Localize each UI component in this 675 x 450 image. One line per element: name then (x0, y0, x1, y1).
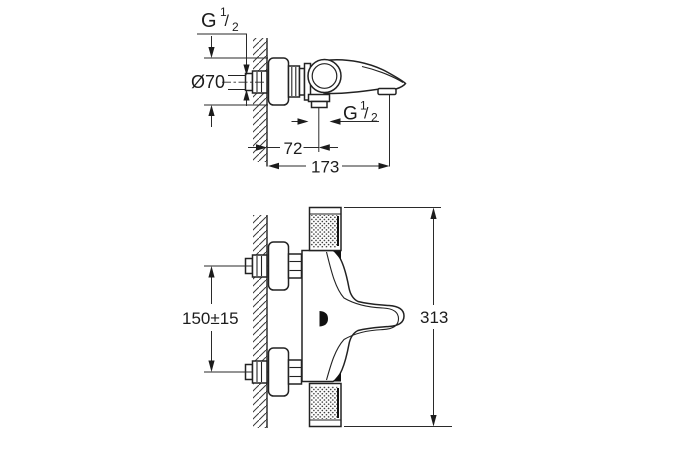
body-shadow-wedge-bottom (333, 372, 341, 382)
dimension-wall-to-shower-outlet: 72 (248, 139, 338, 158)
dimension-overall-width: 313 (344, 207, 452, 427)
supply-connection-top (206, 241, 305, 291)
union-nut-bottom (287, 359, 303, 385)
handle-knob-top (308, 206, 342, 252)
dim-label-overall-width: 313 (420, 308, 448, 327)
dimension-escutcheon-diameter: Ø70 (191, 36, 268, 127)
mixer-body-plan (301, 249, 405, 383)
handle-knob-bottom (308, 382, 342, 428)
dim-label-supply-spacing: 150±15 (182, 309, 239, 328)
body-inner-contour (325, 251, 400, 381)
wall-hatch-lower-view (253, 215, 267, 428)
shower-outlet (307, 93, 331, 109)
body-outline (301, 249, 405, 383)
dim-label-wall-to-spout-outlet: 173 (311, 158, 339, 177)
spout-side (323, 59, 407, 96)
dim-label-outlet-thread: G 1 / 2 (343, 97, 378, 125)
escutcheon-bottom (267, 347, 290, 397)
dimension-supply-spacing: 150±15 (182, 265, 252, 373)
aerator-plan (319, 311, 328, 327)
dimension-inlet-thread: G 1 / 2 (197, 3, 250, 106)
dim-label-wall-to-shower-outlet: 72 (284, 139, 303, 158)
dim-label-escutcheon-diameter: Ø70 (191, 72, 225, 92)
lower-view: 150±15 313 (182, 206, 452, 428)
handle-circle-side (307, 58, 342, 94)
escutcheon-top (267, 241, 290, 291)
body-shadow-wedge-top (333, 250, 341, 260)
wall-hatch-top-view (253, 38, 267, 162)
dim-label-inlet-thread: G 1 / 2 (201, 3, 239, 34)
union-nut-side (287, 62, 312, 101)
union-nut-top (287, 253, 303, 279)
dimension-wall-to-spout-outlet: 173 (268, 95, 390, 177)
escutcheon-side (267, 57, 290, 106)
spout-aerator-side (377, 87, 397, 96)
dimension-outlet-thread: G 1 / 2 (291, 97, 379, 152)
top-view: G 1 / 2 Ø70 (191, 3, 407, 177)
